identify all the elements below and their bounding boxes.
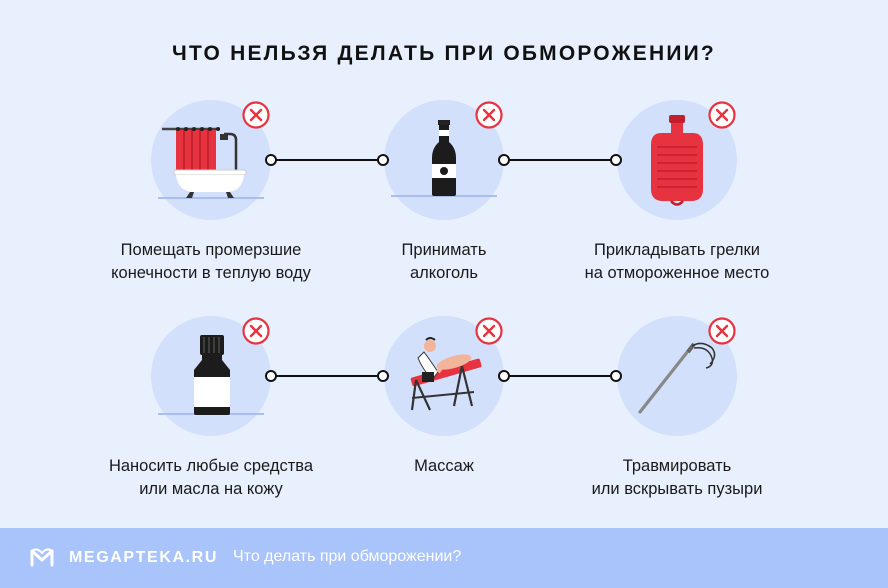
- item-label-3: Прикладывать грелки на отмороженное место: [537, 239, 817, 285]
- ground-line: [158, 197, 264, 199]
- forbidden-icon: [475, 317, 503, 345]
- label-line: Наносить любые средства: [108, 457, 314, 475]
- item-label-6: Травмировать или вскрывать пузыри: [537, 455, 817, 501]
- bathtub-icon: [162, 127, 247, 198]
- needle-icon: [638, 342, 716, 414]
- connector-3: [265, 370, 389, 382]
- label-line: Травмировать: [622, 457, 732, 475]
- label-line: Прикладывать грелки: [594, 241, 760, 259]
- forbidden-icon: [242, 317, 270, 345]
- medicine-bottle-icon: [194, 335, 230, 415]
- label-line: конечности в теплую воду: [111, 264, 311, 282]
- connector-1: [265, 154, 389, 166]
- footer-tagline: Что делать при обморожении?: [233, 548, 462, 565]
- forbidden-icon: [475, 101, 503, 129]
- label-line: Принимать: [401, 241, 487, 259]
- forbidden-icon: [708, 317, 736, 345]
- label-line: или вскрывать пузыри: [591, 480, 763, 498]
- bottle-icon: [432, 120, 456, 196]
- hot-water-bottle-icon: [651, 115, 703, 206]
- connector-2: [498, 154, 622, 166]
- item-label-5: Массаж: [304, 455, 584, 478]
- item-label-2: Принимать алкоголь: [304, 239, 584, 285]
- forbidden-icon: [242, 101, 270, 129]
- item-label-1: Помещать промерзшие конечности в теплую в…: [71, 239, 351, 285]
- massage-icon: [410, 337, 482, 411]
- footer: MEGAPTEKA.RU Что делать при обморожении?: [0, 528, 888, 588]
- label-line: Массаж: [414, 457, 474, 475]
- item-label-4: Наносить любые средства или масла на кожу: [71, 455, 351, 501]
- page-title: ЧТО НЕЛЬЗЯ ДЕЛАТЬ ПРИ ОБМОРОЖЕНИИ?: [172, 42, 716, 65]
- forbidden-icon: [708, 101, 736, 129]
- megapteka-logo-icon: [30, 548, 54, 567]
- label-line: Помещать промерзшие: [120, 241, 302, 259]
- brand-name[interactable]: MEGAPTEKA.RU: [69, 549, 218, 566]
- label-line: на отмороженное место: [584, 264, 770, 282]
- label-line: алкоголь: [409, 264, 479, 282]
- label-line: или масла на кожу: [139, 480, 283, 498]
- connector-4: [498, 370, 622, 382]
